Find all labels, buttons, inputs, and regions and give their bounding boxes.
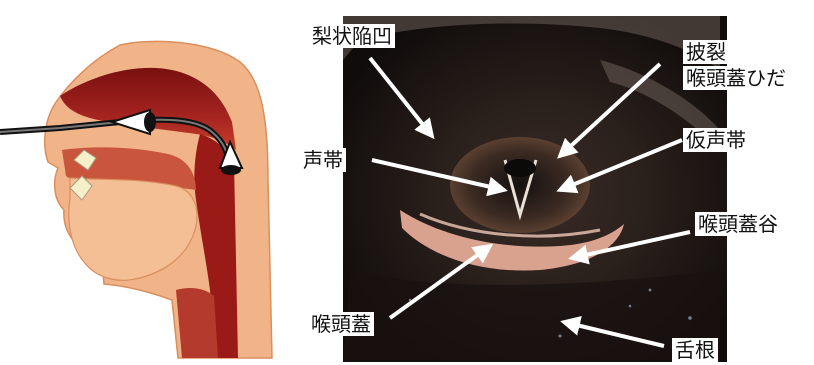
head-sagittal-diagram xyxy=(0,41,272,358)
label-epiglottis: 喉頭蓋 xyxy=(308,312,374,336)
label-piriform-recess: 梨状陥凹 xyxy=(309,24,395,48)
label-epiglottic-vallecula: 喉頭蓋谷 xyxy=(695,212,781,236)
label-aryepiglottic-fold-line1: 披裂 xyxy=(683,40,729,64)
label-tongue-root: 舌根 xyxy=(672,338,718,362)
label-vocal-cord: 声帯 xyxy=(300,148,346,172)
trachea xyxy=(176,288,218,358)
endoscope-photo xyxy=(343,16,727,362)
label-false-vocal-cord: 仮声帯 xyxy=(683,128,749,152)
label-aryepiglottic-fold-line2: 喉頭蓋ひだ xyxy=(683,66,789,90)
